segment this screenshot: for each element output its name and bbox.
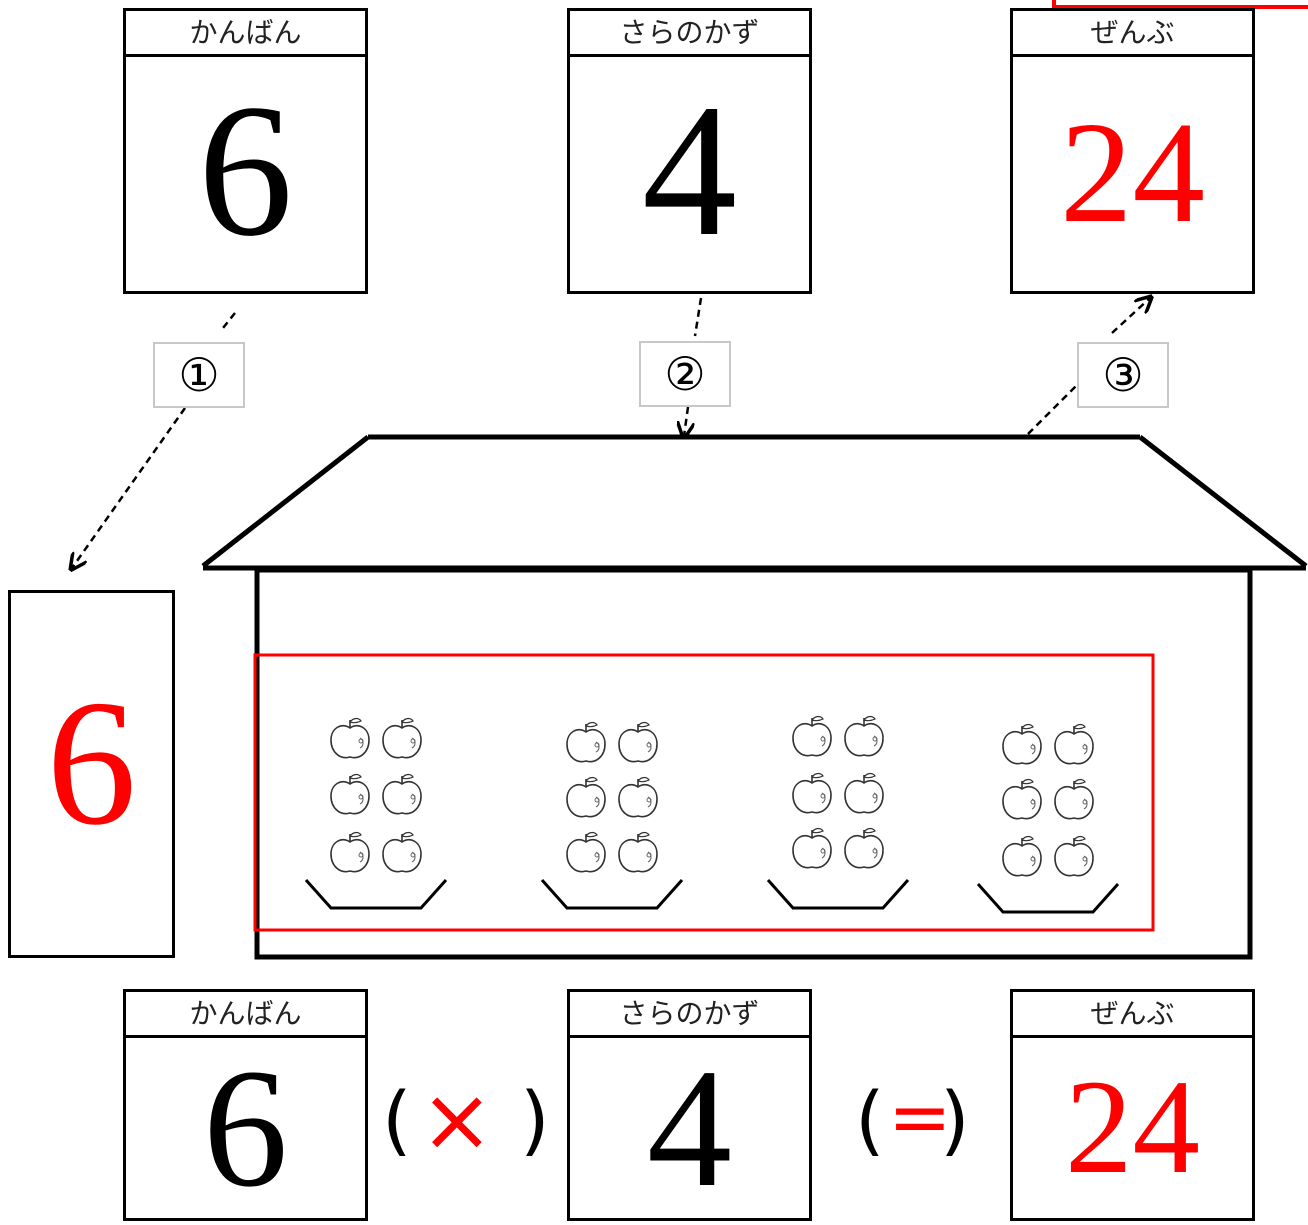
card-value: 24 — [1013, 1040, 1252, 1215]
open-paren: ( — [382, 1075, 412, 1165]
card-value: 4 — [570, 1036, 809, 1221]
close-paren: ) — [520, 1075, 550, 1165]
apple-icon — [567, 723, 605, 762]
apple-icon — [383, 719, 421, 758]
top-card-total: ぜんぶ 24 — [1010, 8, 1255, 294]
top-card-billboard: かんばん 6 — [123, 8, 368, 294]
apple-icon — [619, 723, 657, 762]
apple-icon — [383, 833, 421, 872]
side-card: 6 — [8, 590, 175, 958]
apple-icon — [619, 778, 657, 817]
apple-icon — [845, 829, 883, 868]
apple-icon — [793, 717, 831, 756]
apple-icon — [1003, 837, 1041, 876]
plate — [768, 880, 908, 908]
card-value: 4 — [570, 66, 809, 276]
card-value: 6 — [126, 1036, 365, 1221]
top-card-plate-count: さらのかず 4 — [567, 8, 812, 294]
card-label: かんばん — [126, 11, 365, 57]
apple-icon — [383, 775, 421, 814]
bottom-card-billboard: かんばん 6 — [123, 989, 368, 1221]
apple-icon — [331, 719, 369, 758]
card-value: 24 — [1013, 73, 1252, 273]
house-body — [257, 570, 1250, 957]
apple-icon — [793, 774, 831, 813]
corner-tab — [1054, 0, 1308, 7]
apple-icon — [619, 833, 657, 872]
times-operator: × — [420, 1070, 494, 1170]
apple-icon — [1003, 780, 1041, 819]
apple-icon — [567, 833, 605, 872]
apple-icon — [331, 775, 369, 814]
apple-icon — [1055, 837, 1093, 876]
apple-icon — [567, 778, 605, 817]
side-card-value: 6 — [11, 663, 172, 863]
plate — [978, 884, 1118, 912]
apple-icon — [331, 833, 369, 872]
apple-icon — [1055, 780, 1093, 819]
house-roof — [203, 437, 1306, 568]
close-paren: ) — [940, 1075, 970, 1165]
bottom-card-total: ぜんぶ 24 — [1010, 989, 1255, 1221]
card-label: かんばん — [126, 992, 365, 1038]
apple-icon — [845, 717, 883, 756]
card-label: さらのかず — [570, 11, 809, 57]
card-value: 6 — [126, 66, 365, 276]
apple-icon — [1003, 725, 1041, 764]
card-label: ぜんぶ — [1013, 11, 1252, 57]
bottom-card-plate-count: さらのかず 4 — [567, 989, 812, 1221]
card-label: ぜんぶ — [1013, 992, 1252, 1038]
plates-group — [306, 717, 1118, 913]
plate — [542, 880, 682, 908]
step-3-marker: ③ — [1077, 342, 1169, 408]
step-1-marker: ① — [153, 342, 245, 408]
card-label: さらのかず — [570, 992, 809, 1038]
step-2-marker: ② — [639, 341, 731, 407]
apple-icon — [845, 774, 883, 813]
plate — [306, 880, 446, 908]
apple-icon — [793, 829, 831, 868]
apple-icon — [1055, 725, 1093, 764]
open-paren: ( — [855, 1075, 885, 1165]
